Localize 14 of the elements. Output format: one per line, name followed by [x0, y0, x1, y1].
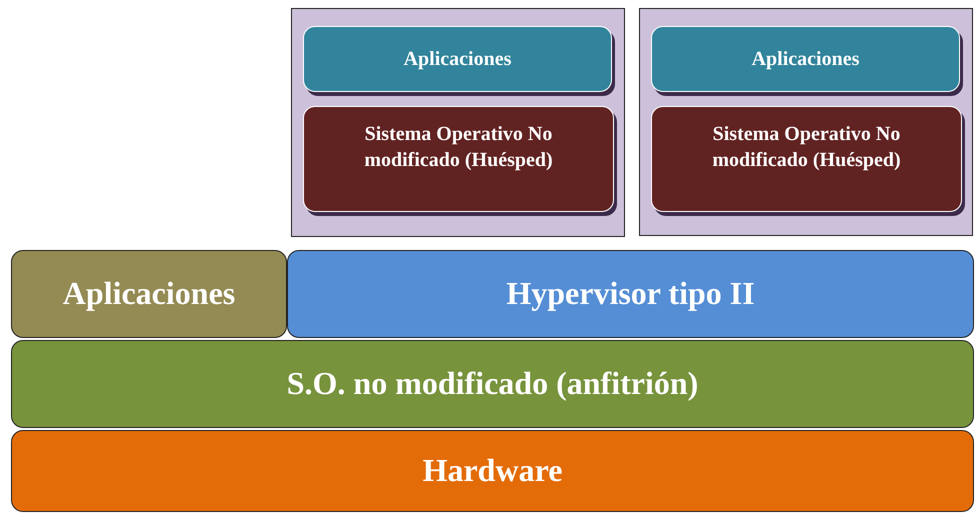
layer-label: Aplicaciones [62, 274, 236, 314]
layer-label: Hardware [422, 451, 562, 490]
os-layer [11, 340, 974, 428]
app-layer [11, 250, 287, 338]
layer-label: Hypervisor tipo II [506, 274, 755, 314]
layer-label: Sistema Operativo No modificado (Huésped) [363, 122, 554, 173]
hardware-layer [11, 430, 974, 512]
layer-label: Sistema Operativo No modificado (Huésped) [711, 122, 902, 173]
vm-panel [291, 8, 625, 237]
layer-label: Aplicaciones [404, 47, 512, 72]
layer-label: Aplicaciones [752, 47, 860, 72]
hypervisor-layer [287, 250, 974, 338]
layer-label: S.O. no modificado (anfitrión) [286, 364, 698, 404]
vm-panel [639, 8, 973, 236]
